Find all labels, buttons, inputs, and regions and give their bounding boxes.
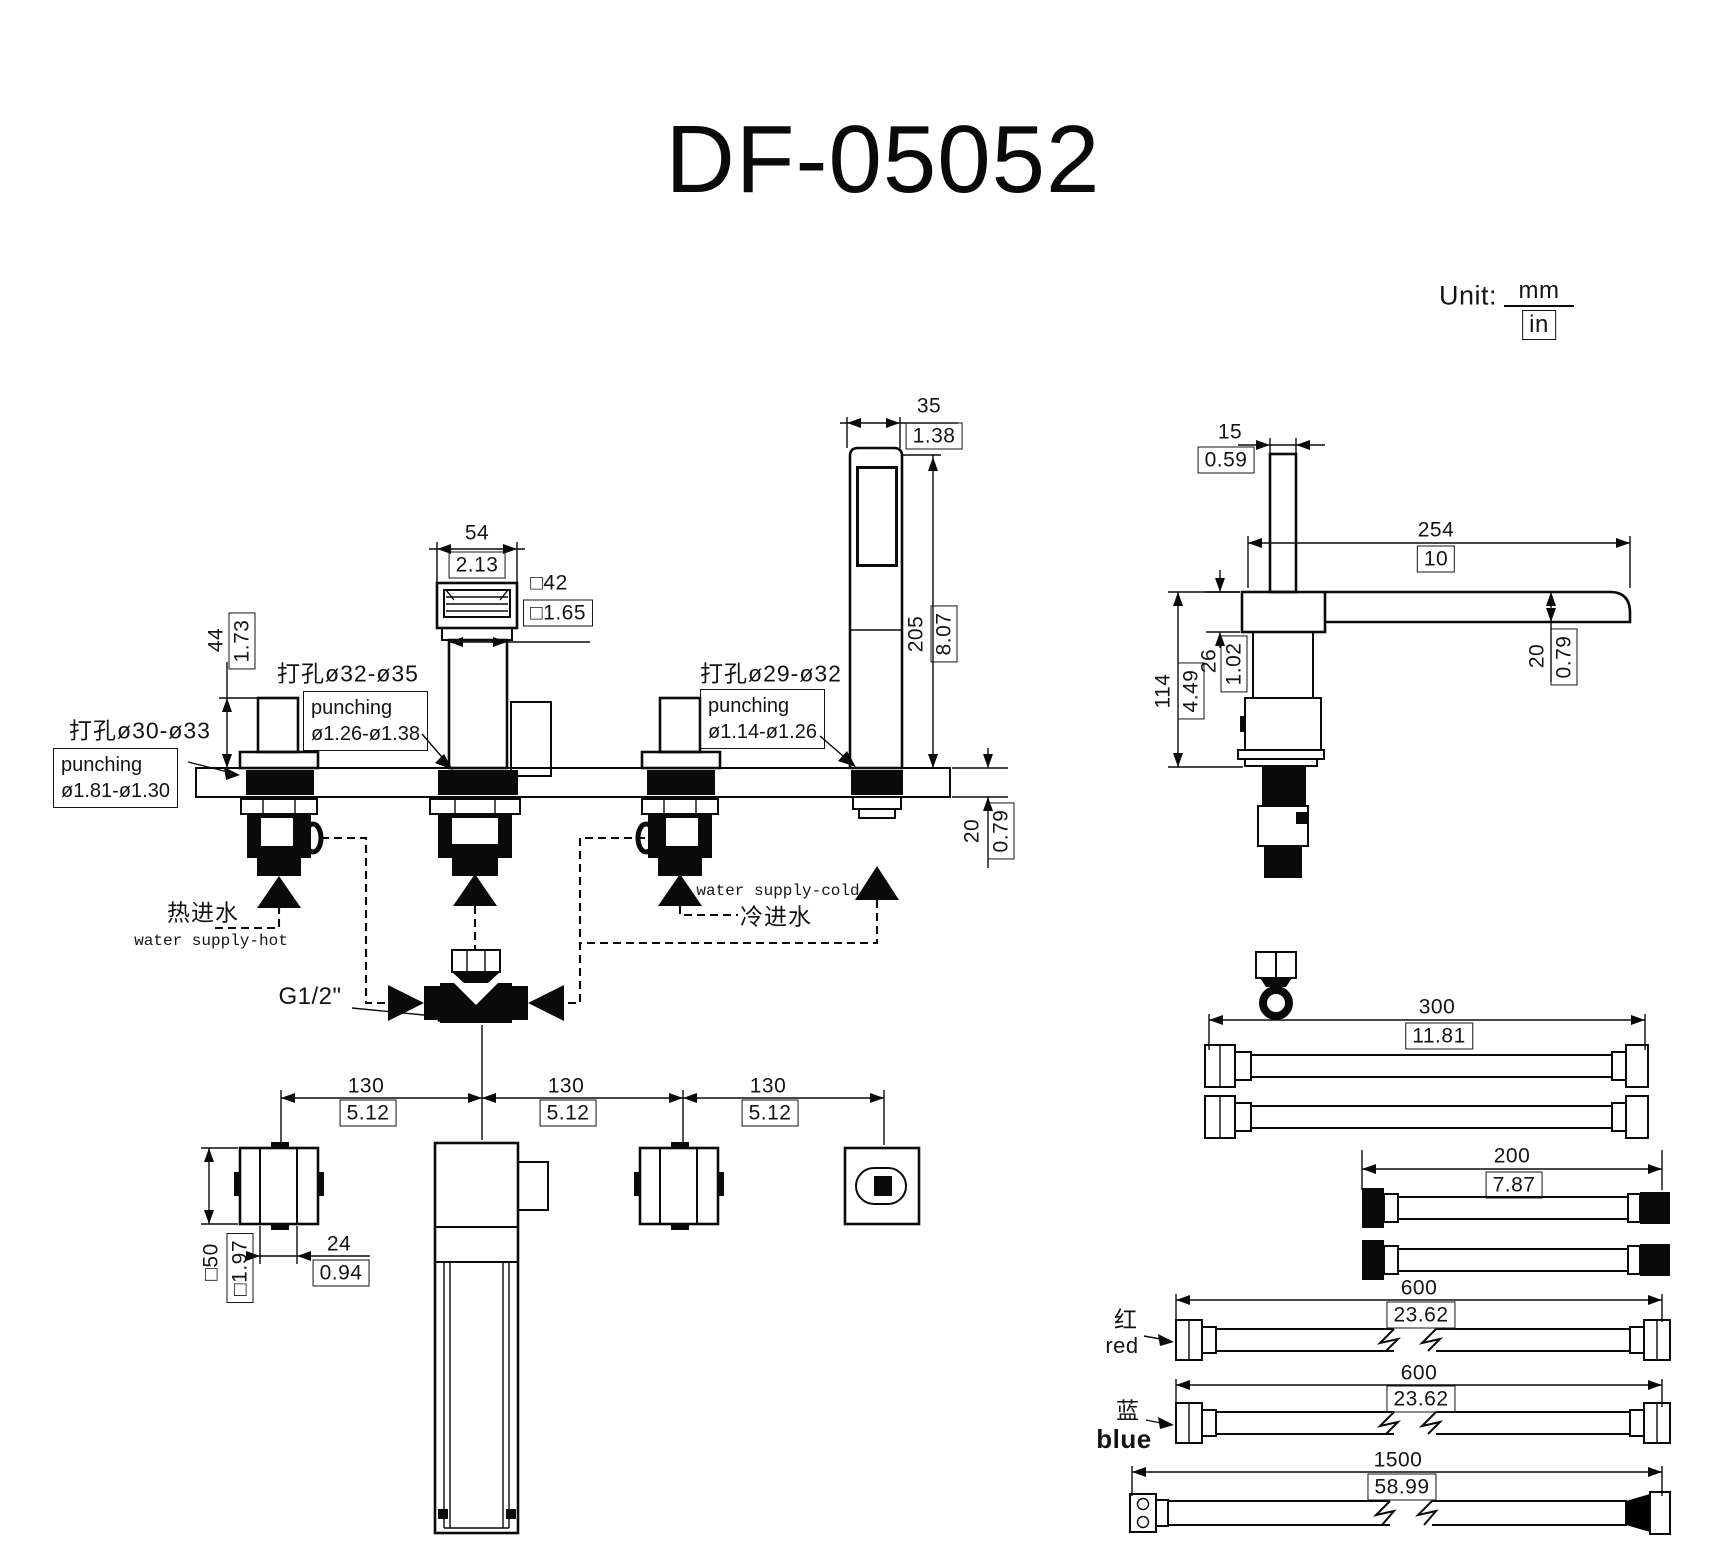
punching-left-box: punching ø1.81-ø1.30 (53, 748, 178, 808)
bottom-spout (433, 1141, 549, 1535)
blue-label-cn: 蓝 (1116, 1397, 1140, 1424)
front-center-valve (429, 798, 521, 906)
red-label-cn: 红 (1114, 1306, 1138, 1333)
hose-600-red (1143, 1294, 1671, 1361)
punching-center-line2: ø1.26-ø1.38 (311, 723, 420, 745)
dim-130-1-in: 5.12 (339, 1099, 397, 1127)
dim-600-red-in: 23.62 (1386, 1301, 1456, 1329)
unit-label: Unit: (1438, 280, 1498, 311)
punching-right-line1: punching (708, 695, 790, 717)
hose-300-1 (1204, 1014, 1649, 1088)
punching-right-line2: ø1.14-ø1.26 (708, 721, 817, 743)
bottom-handle-2 (634, 1142, 724, 1230)
thread-label: G1/2" (278, 983, 342, 1010)
dim-1500-mm: 1500 (1373, 1448, 1423, 1472)
side-dimensions (1168, 438, 1631, 768)
dim-200-mm: 200 (1493, 1144, 1531, 1168)
punching-center-line1: punching (311, 697, 393, 719)
bottom-dim-130 (280, 1025, 885, 1145)
punching-right-cn: 打孔ø29-ø32 (700, 660, 842, 687)
cold-supply-en: water supply-cold (696, 882, 860, 900)
dim-44-in: 1.73 (228, 612, 256, 670)
dim-254-mm: 254 (1417, 518, 1455, 542)
dim-20-deck-in: 0.79 (987, 802, 1015, 860)
dim-114-mm: 114 (1151, 673, 1175, 709)
punching-left-line1: punching (61, 754, 143, 776)
bottom-handle-1 (201, 1142, 370, 1264)
dim-600-blue-mm: 600 (1400, 1361, 1438, 1385)
hose-300-2 (1204, 1095, 1649, 1139)
front-hot-valve (240, 798, 324, 908)
hose-200-1 (1361, 1150, 1670, 1228)
dim-20-spout-in: 0.79 (1550, 628, 1578, 686)
dim-600-red-mm: 600 (1400, 1276, 1438, 1300)
elbow-fitting (1255, 951, 1297, 1020)
dim-15-in: 0.59 (1197, 446, 1255, 474)
cold-supply-cn: 冷进水 (740, 903, 812, 930)
supply-routing (214, 836, 879, 1005)
dim-20-deck-mm: 20 (960, 818, 984, 844)
dim-26-in: 1.02 (1220, 635, 1248, 693)
bottom-shower-holder (843, 1146, 921, 1226)
unit-in: in (1522, 310, 1556, 340)
dim-130-3-mm: 130 (749, 1074, 787, 1098)
blue-label-en: blue (1096, 1424, 1152, 1454)
dim-44-mm: 44 (204, 627, 228, 653)
front-spout (435, 581, 552, 777)
dim-254-in: 10 (1416, 545, 1456, 573)
hot-supply-cn: 热进水 (167, 899, 239, 926)
dim-130-2-in: 5.12 (539, 1099, 597, 1127)
punching-right-box: punching ø1.14-ø1.26 (700, 689, 825, 749)
dim-15-mm: 15 (1217, 420, 1243, 444)
drawing-title: DF-05052 (665, 106, 1101, 213)
front-view-deck (195, 767, 951, 798)
dim-130-3-in: 5.12 (741, 1099, 799, 1127)
punching-left-line2: ø1.81-ø1.30 (61, 780, 170, 802)
leader-lines (187, 733, 856, 1022)
hose-200-2 (1362, 1240, 1670, 1280)
dim-114-in: 4.49 (1177, 662, 1205, 720)
front-hand-shower (848, 446, 904, 770)
side-view (1237, 452, 1632, 878)
hose-600-blue (1145, 1379, 1671, 1444)
front-dimensions (219, 417, 1008, 868)
dim-24-in: 0.94 (312, 1259, 370, 1287)
dim-130-2-mm: 130 (547, 1074, 585, 1098)
front-shower-tail (852, 796, 902, 900)
dim-50-mm: □50 (199, 1243, 223, 1281)
dim-300-in: 11.81 (1405, 1022, 1473, 1050)
dim-42-in: □1.65 (522, 599, 594, 627)
punching-center-cn: 打孔ø32-ø35 (277, 660, 419, 687)
unit-mm: mm (1518, 277, 1560, 304)
front-hot-handle (238, 696, 320, 770)
red-label-en: red (1105, 1333, 1139, 1358)
dim-20-spout-mm: 20 (1525, 643, 1549, 669)
dim-50-in: □1.97 (226, 1232, 254, 1304)
dim-35-in: 1.38 (905, 422, 963, 450)
tee-connector (388, 949, 564, 1023)
punching-left-cn: 打孔ø30-ø33 (69, 717, 211, 744)
dim-130-1-mm: 130 (347, 1074, 385, 1098)
dim-600-blue-in: 23.62 (1386, 1385, 1456, 1413)
hose-1500 (1129, 1466, 1671, 1535)
dim-54-in: 2.13 (448, 551, 506, 579)
dim-205-in: 8.07 (930, 605, 958, 663)
punching-center-box: punching ø1.26-ø1.38 (303, 691, 428, 751)
dim-54-mm: 54 (464, 521, 490, 545)
dim-1500-in: 58.99 (1367, 1473, 1437, 1501)
dim-24-mm: 24 (326, 1232, 352, 1256)
dim-35-mm: 35 (916, 394, 942, 418)
dim-200-in: 7.87 (1485, 1171, 1543, 1199)
dim-205-mm: 205 (904, 615, 928, 653)
dim-300-mm: 300 (1418, 995, 1456, 1019)
dim-42-mm: □42 (530, 571, 568, 595)
hot-supply-en: water supply-hot (134, 932, 288, 950)
